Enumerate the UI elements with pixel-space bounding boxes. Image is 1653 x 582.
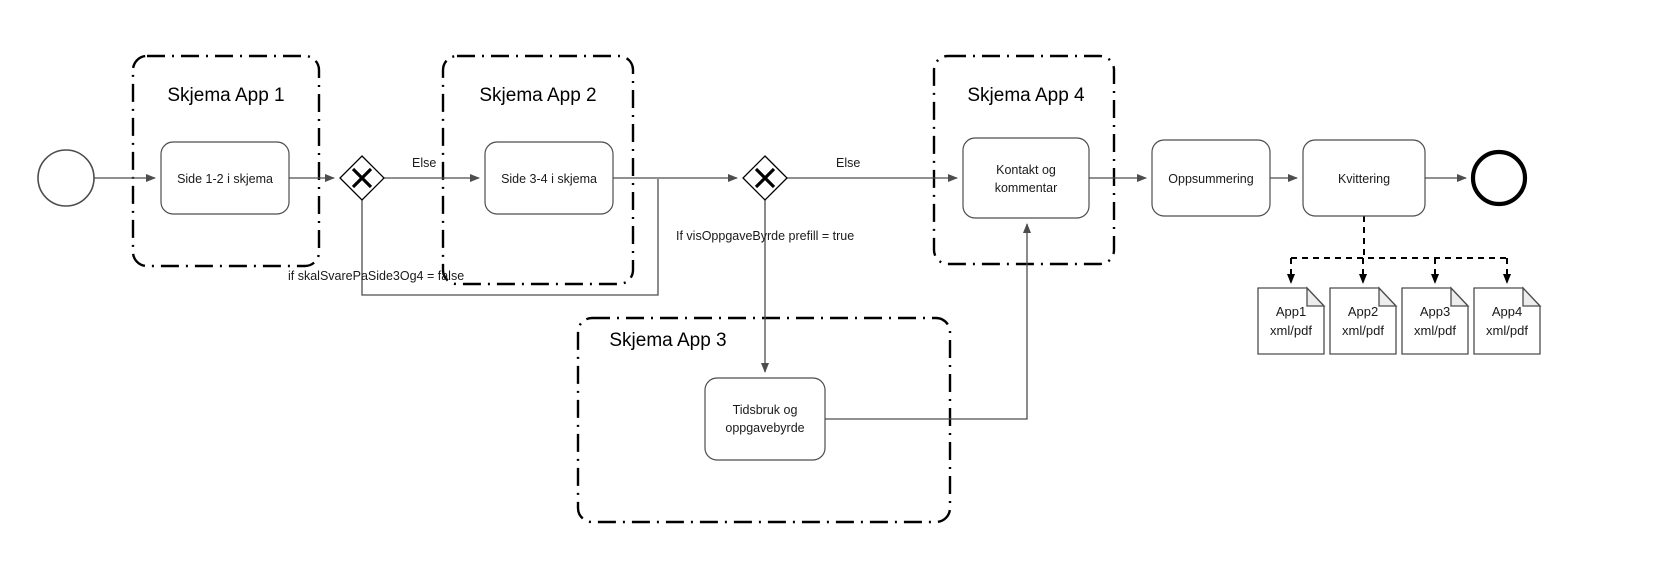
- document-app2[interactable]: App2 xml/pdf: [1329, 286, 1398, 355]
- gateway-exclusive-2[interactable]: [742, 155, 788, 201]
- flow-gateway1-bypass-to-gateway2: [361, 179, 659, 296]
- task-label-kontakt-line1: Kontakt og: [996, 163, 1056, 177]
- document-fold-app2: [1378, 286, 1398, 307]
- lane-skjema-app-4: Skjema App 4: [932, 54, 1116, 266]
- lane-label-app1: Skjema App 1: [167, 85, 284, 106]
- lane-border-app3: [576, 316, 952, 524]
- task-box-side34[interactable]: [484, 141, 614, 215]
- lane-label-app4: Skjema App 4: [967, 85, 1085, 106]
- gateway-x-icon-2b: [754, 167, 776, 189]
- task-kvittering[interactable]: Kvittering: [1302, 139, 1426, 217]
- task-box-tidsbruk[interactable]: [704, 377, 826, 461]
- task-label-kvittering: Kvittering: [1338, 172, 1390, 186]
- task-box-kvittering[interactable]: [1302, 139, 1426, 217]
- gateway-exclusive-1[interactable]: [339, 155, 385, 201]
- task-label-oppsummering: Oppsummering: [1168, 172, 1253, 186]
- edge-label-vis-oppgavebyrde-true: If visOppgaveByrde prefill = true: [676, 229, 854, 243]
- document-fold-app4: [1522, 286, 1542, 307]
- document-label-app1-line2: xml/pdf: [1270, 323, 1312, 338]
- document-app3[interactable]: App3 xml/pdf: [1401, 286, 1470, 355]
- document-label-app3-line2: xml/pdf: [1414, 323, 1456, 338]
- lane-skjema-app-3: Skjema App 3: [576, 316, 952, 524]
- lane-skjema-app-1: Skjema App 1: [131, 54, 321, 268]
- edge-label-skal-svare-false: if skalSvarePaSide3Og4 = false: [288, 269, 464, 283]
- lane-border-app2: [441, 54, 635, 286]
- flow-tidsbruk-to-kontakt: [825, 223, 1031, 420]
- task-side-3-4[interactable]: Side 3-4 i skjema: [484, 141, 614, 215]
- task-tidsbruk-og-oppgavebyrde[interactable]: Tidsbruk og oppgavebyrde: [704, 377, 826, 461]
- edge-label-else-1: Else: [412, 156, 436, 170]
- task-kontakt-og-kommentar[interactable]: Kontakt og kommentar: [962, 137, 1090, 219]
- lane-label-app2: Skjema App 2: [479, 85, 596, 106]
- document-label-app4-line2: xml/pdf: [1486, 323, 1528, 338]
- task-oppsummering[interactable]: Oppsummering: [1151, 139, 1271, 217]
- task-box-side12[interactable]: [160, 141, 290, 215]
- task-side-1-2[interactable]: Side 1-2 i skjema: [160, 141, 290, 215]
- gateway-x-icon-1b: [351, 167, 373, 189]
- task-label-kontakt-line2: kommentar: [995, 181, 1058, 195]
- lane-skjema-app-2: Skjema App 2: [441, 54, 635, 286]
- document-label-app3-line1: App3: [1420, 304, 1450, 319]
- lane-border-app1: [131, 54, 321, 268]
- task-label-tidsbruk-line1: Tidsbruk og: [733, 403, 798, 417]
- task-box-oppsummering[interactable]: [1151, 139, 1271, 217]
- document-label-app2-line1: App2: [1348, 304, 1378, 319]
- task-label-tidsbruk-line2: oppgavebyrde: [725, 421, 804, 435]
- document-label-app1-line1: App1: [1276, 304, 1306, 319]
- document-app4[interactable]: App4 xml/pdf: [1473, 286, 1542, 355]
- document-app1[interactable]: App1 xml/pdf: [1257, 286, 1326, 355]
- end-event[interactable]: [1470, 149, 1528, 207]
- lane-border-app4: [932, 54, 1116, 266]
- task-label-side12: Side 1-2 i skjema: [177, 172, 273, 186]
- lane-label-app3: Skjema App 3: [609, 330, 726, 351]
- document-fold-app3: [1450, 286, 1470, 307]
- task-label-side34: Side 3-4 i skjema: [501, 172, 597, 186]
- edge-label-else-2: Else: [836, 156, 860, 170]
- task-box-kontakt[interactable]: [962, 137, 1090, 219]
- document-label-app2-line2: xml/pdf: [1342, 323, 1384, 338]
- document-fold-app1: [1306, 286, 1326, 307]
- start-event[interactable]: [37, 149, 95, 207]
- document-label-app4-line1: App4: [1492, 304, 1522, 319]
